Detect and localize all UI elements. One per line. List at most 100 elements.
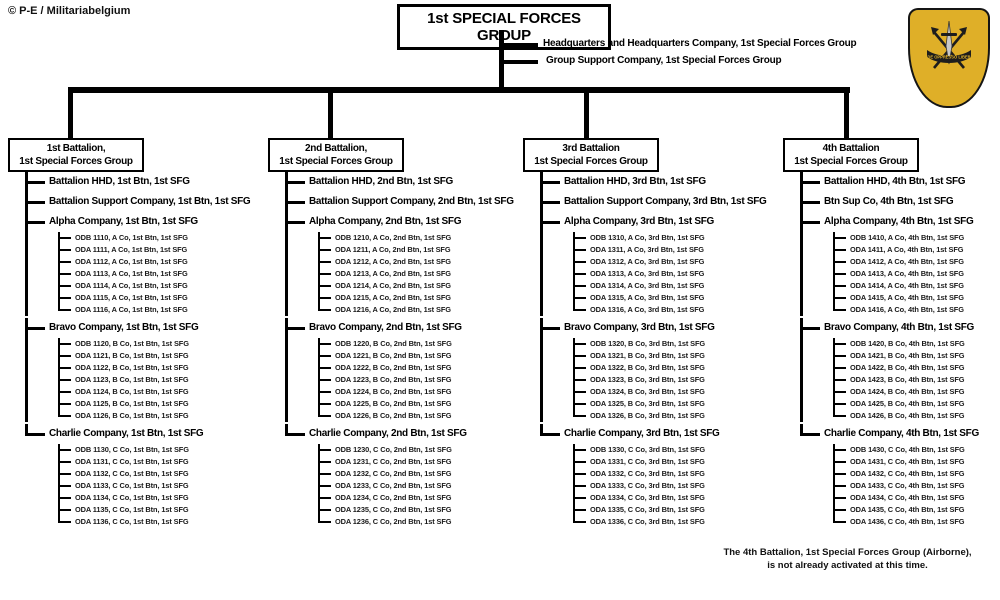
battalion-unit-row: Battalion Support Company, 2nd Btn, 1st …	[285, 192, 524, 212]
company-label: Charlie Company, 3rd Btn, 1st SFG	[564, 428, 720, 439]
team-row: ODB 1420, B Co, 4th Btn, 1st SFG	[833, 338, 1000, 350]
team-row: ODB 1230, C Co, 2nd Btn, 1st SFG	[318, 444, 524, 456]
company-label: Alpha Company, 4th Btn, 1st SFG	[824, 216, 974, 227]
drop-line-2	[328, 93, 333, 138]
motto-text: DE OPPRESSO LIBER	[927, 54, 970, 59]
drop-line-1	[68, 93, 73, 138]
company-node: Alpha Company, 2nd Btn, 1st SFG ODB 1210,…	[285, 212, 524, 316]
battalion-title-line1: 2nd Battalion,	[305, 143, 367, 154]
team-row: ODA 1332, C Co, 3rd Btn, 1st SFG	[573, 468, 779, 480]
team-row: ODA 1131, C Co, 1st Btn, 1st SFG	[58, 456, 264, 468]
team-row: ODA 1421, B Co, 4th Btn, 1st SFG	[833, 350, 1000, 362]
team-row: ODA 1325, B Co, 3rd Btn, 1st SFG	[573, 398, 779, 410]
team-row: ODA 1326, B Co, 3rd Btn, 1st SFG	[573, 410, 779, 422]
team-row: ODA 1334, C Co, 3rd Btn, 1st SFG	[573, 492, 779, 504]
team-row: ODA 1331, C Co, 3rd Btn, 1st SFG	[573, 456, 779, 468]
company-node: Bravo Company, 3rd Btn, 1st SFG ODB 1320,…	[540, 318, 779, 422]
team-row: ODB 1220, B Co, 2nd Btn, 1st SFG	[318, 338, 524, 350]
battalion-title-line2: 1st Special Forces Group	[794, 156, 908, 167]
battalion-title-line2: 1st Special Forces Group	[19, 156, 133, 167]
credit-text: © P-E / Militariabelgium	[8, 5, 131, 17]
drop-line-3	[584, 93, 589, 138]
team-row: ODA 1312, A Co, 3rd Btn, 1st SFG	[573, 256, 779, 268]
team-row: ODA 1132, C Co, 1st Btn, 1st SFG	[58, 468, 264, 480]
team-row: ODA 1321, B Co, 3rd Btn, 1st SFG	[573, 350, 779, 362]
team-row: ODA 1211, A Co, 2nd Btn, 1st SFG	[318, 244, 524, 256]
team-row: ODB 1210, A Co, 2nd Btn, 1st SFG	[318, 232, 524, 244]
footnote: The 4th Battalion, 1st Special Forces Gr…	[700, 546, 995, 572]
team-row: ODA 1223, B Co, 2nd Btn, 1st SFG	[318, 374, 524, 386]
team-row: ODA 1126, B Co, 1st Btn, 1st SFG	[58, 410, 264, 422]
battalion-unit-row: Battalion Support Company, 1st Btn, 1st …	[25, 192, 264, 212]
team-row: ODA 1324, B Co, 3rd Btn, 1st SFG	[573, 386, 779, 398]
team-row: ODB 1120, B Co, 1st Btn, 1st SFG	[58, 338, 264, 350]
team-row: ODA 1233, C Co, 2nd Btn, 1st SFG	[318, 480, 524, 492]
team-row: ODA 1316, A Co, 3rd Btn, 1st SFG	[573, 304, 779, 316]
team-row: ODA 1315, A Co, 3rd Btn, 1st SFG	[573, 292, 779, 304]
team-row: ODA 1123, B Co, 1st Btn, 1st SFG	[58, 374, 264, 386]
team-row: ODA 1435, C Co, 4th Btn, 1st SFG	[833, 504, 1000, 516]
team-row: ODA 1224, B Co, 2nd Btn, 1st SFG	[318, 386, 524, 398]
battalion-title-line2: 1st Special Forces Group	[279, 156, 393, 167]
root-trunk-line	[499, 30, 504, 92]
team-row: ODA 1136, C Co, 1st Btn, 1st SFG	[58, 516, 264, 528]
battalion-unit-row: Battalion HHD, 3rd Btn, 1st SFG	[540, 172, 779, 192]
company-label: Bravo Company, 1st Btn, 1st SFG	[49, 322, 199, 333]
team-row: ODB 1330, C Co, 3rd Btn, 1st SFG	[573, 444, 779, 456]
root-unit-title: 1st SPECIAL FORCES GROUP	[427, 10, 581, 44]
battalion-box: 1st Battalion,1st Special Forces Group	[8, 138, 144, 172]
battalion-unit-row: Battalion HHD, 2nd Btn, 1st SFG	[285, 172, 524, 192]
team-row: ODA 1311, A Co, 3rd Btn, 1st SFG	[573, 244, 779, 256]
battalion-unit-row: Battalion HHD, 4th Btn, 1st SFG	[800, 172, 1000, 192]
team-row: ODA 1422, B Co, 4th Btn, 1st SFG	[833, 362, 1000, 374]
team-row: ODA 1411, A Co, 4th Btn, 1st SFG	[833, 244, 1000, 256]
team-row: ODA 1432, C Co, 4th Btn, 1st SFG	[833, 468, 1000, 480]
battalion-box: 3rd Battalion 1st Special Forces Group	[523, 138, 659, 172]
team-row: ODA 1322, B Co, 3rd Btn, 1st SFG	[573, 362, 779, 374]
team-row: ODA 1114, A Co, 1st Btn, 1st SFG	[58, 280, 264, 292]
battalion-unit-row: Battalion HHD, 1st Btn, 1st SFG	[25, 172, 264, 192]
company-label: Alpha Company, 2nd Btn, 1st SFG	[309, 216, 462, 227]
gsc-branch-line	[504, 60, 538, 64]
team-row: ODA 1116, A Co, 1st Btn, 1st SFG	[58, 304, 264, 316]
team-row: ODB 1410, A Co, 4th Btn, 1st SFG	[833, 232, 1000, 244]
sf-crest-icon: DE OPPRESSO LIBER	[927, 20, 971, 69]
drop-line-4	[844, 93, 849, 138]
company-node: Alpha Company, 4th Btn, 1st SFG ODB 1410,…	[800, 212, 1000, 316]
company-node: Charlie Company, 3rd Btn, 1st SFG ODB 133…	[540, 424, 779, 528]
battalion-title-line2: 1st Special Forces Group	[534, 156, 648, 167]
team-row: ODA 1426, B Co, 4th Btn, 1st SFG	[833, 410, 1000, 422]
team-row: ODA 1124, B Co, 1st Btn, 1st SFG	[58, 386, 264, 398]
arrowhead-left-icon	[931, 27, 939, 35]
team-row: ODA 1113, A Co, 1st Btn, 1st SFG	[58, 268, 264, 280]
team-row: ODA 1125, B Co, 1st Btn, 1st SFG	[58, 398, 264, 410]
battalion-bus-line	[68, 87, 850, 93]
motto-scroll-icon	[927, 50, 971, 63]
team-row: ODB 1130, C Co, 1st Btn, 1st SFG	[58, 444, 264, 456]
company-label: Bravo Company, 3rd Btn, 1st SFG	[564, 322, 715, 333]
team-row: ODA 1235, C Co, 2nd Btn, 1st SFG	[318, 504, 524, 516]
team-row: ODA 1214, A Co, 2nd Btn, 1st SFG	[318, 280, 524, 292]
battalion-title-line1: 3rd Battalion	[562, 143, 620, 154]
team-row: ODA 1133, C Co, 1st Btn, 1st SFG	[58, 480, 264, 492]
